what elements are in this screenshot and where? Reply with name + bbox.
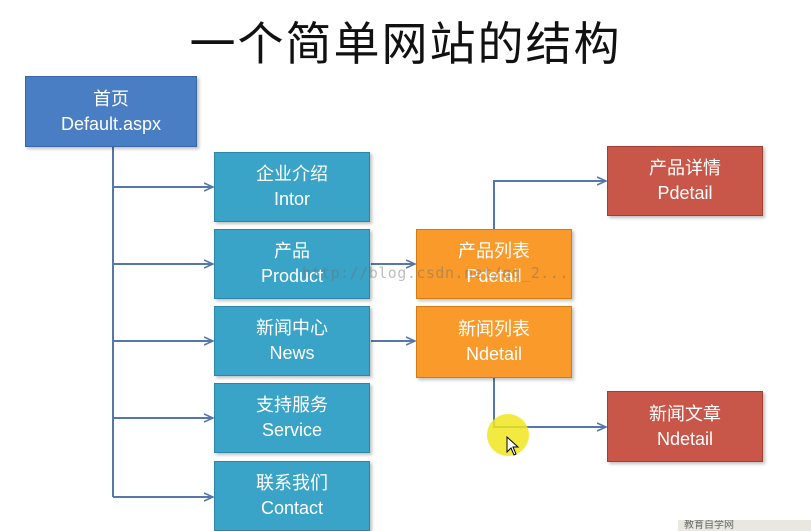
diagram-title: 一个简单网站的结构 [189,17,622,71]
node-news: 新闻中心 News [214,306,370,376]
node-home: 首页 Default.aspx [25,76,197,147]
node-nlist-name: 新闻列表 [458,319,530,339]
node-product-detail: 产品详情 Pdetail [607,146,763,216]
node-news-name: 新闻中心 [256,318,328,338]
node-product-name: 产品 [274,241,310,261]
node-home-en: Default.aspx [60,113,162,134]
node-plist-name: 产品列表 [458,241,530,261]
node-product: 产品 Product [214,229,370,299]
node-home-name: 首页 [93,88,129,109]
logo-tab: 教育自学网 [678,520,811,531]
node-product-en: Product [260,266,324,286]
node-ndetail-en: Ndetail [656,428,714,449]
node-nlist-en: Ndetail [465,344,523,364]
node-contact-en: Contact [260,498,324,518]
node-news-en: News [269,343,315,363]
node-plist-en: Pdetail [466,266,522,286]
node-service-en: Service [261,420,323,440]
logo-text: 教育自学网 [684,520,734,531]
node-product-list: 产品列表 Pdetail [416,229,572,299]
node-pdetail-en: Pdetail [657,183,713,203]
node-news-article: 新闻文章 Ndetail [607,391,763,462]
node-news-list: 新闻列表 Ndetail [416,306,572,378]
node-contact-name: 联系我们 [256,473,328,493]
node-pdetail-name: 产品详情 [649,158,721,178]
node-service-name: 支持服务 [256,395,328,415]
edge-plist-pdetail [493,181,606,229]
mouse-pointer-icon [506,436,520,456]
node-service: 支持服务 Service [214,383,370,453]
watermark-url: http://blog.csdn.net/qq_2... [302,264,569,282]
node-contact: 联系我们 Contact [214,461,370,531]
node-intro-en: Intor [273,189,311,209]
node-intro: 企业介绍 Intor [214,152,370,222]
node-intro-name: 企业介绍 [256,164,328,184]
node-ndetail-name: 新闻文章 [649,403,721,424]
